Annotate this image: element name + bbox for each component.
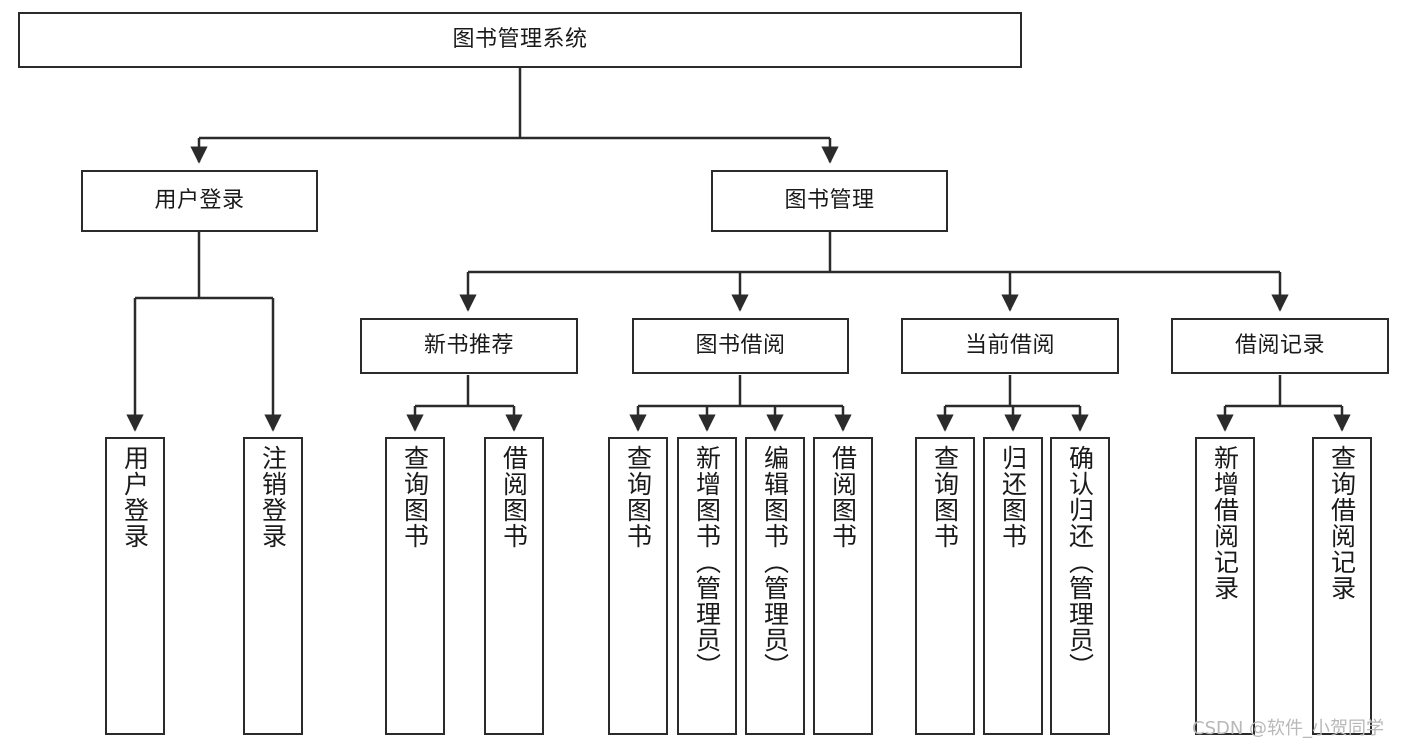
- leaf-return-books[interactable]: 归还图书: [983, 437, 1043, 735]
- leaf-logout-label: 注销登录: [258, 445, 288, 549]
- leaf-user-login-label: 用户登录: [120, 445, 150, 549]
- leaf-query-books-new-label: 查询图书: [400, 445, 430, 549]
- leaf-borrow-books-new-label: 借阅图书: [499, 445, 529, 549]
- leaf-edit-book-admin-label: 编辑图书（管理员）: [760, 445, 790, 679]
- node-root-label: 图书管理系统: [452, 27, 588, 53]
- leaf-query-borrow-record[interactable]: 查询借阅记录: [1312, 437, 1372, 735]
- leaf-borrow-books[interactable]: 借阅图书: [813, 437, 873, 735]
- leaf-confirm-return-admin[interactable]: 确认归还（管理员）: [1050, 437, 1110, 735]
- node-book-management-label: 图书管理: [784, 188, 875, 214]
- leaf-user-login[interactable]: 用户登录: [105, 437, 165, 735]
- leaf-borrow-books-new[interactable]: 借阅图书: [484, 437, 544, 735]
- leaf-add-book-admin-label: 新增图书（管理员）: [692, 445, 722, 679]
- node-borrow-records-label: 借阅记录: [1234, 333, 1325, 359]
- leaf-query-books-borrow[interactable]: 查询图书: [608, 437, 668, 735]
- node-root[interactable]: 图书管理系统: [18, 12, 1022, 68]
- leaf-query-books-current[interactable]: 查询图书: [915, 437, 975, 735]
- leaf-edit-book-admin[interactable]: 编辑图书（管理员）: [745, 437, 805, 735]
- leaf-confirm-return-admin-label: 确认归还（管理员）: [1065, 445, 1095, 679]
- leaf-query-borrow-record-label: 查询借阅记录: [1327, 445, 1357, 601]
- leaf-return-books-label: 归还图书: [998, 445, 1028, 549]
- leaf-query-books-current-label: 查询图书: [930, 445, 960, 549]
- node-current-borrow-label: 当前借阅: [964, 333, 1055, 359]
- node-user-login[interactable]: 用户登录: [81, 170, 318, 232]
- leaf-borrow-books-label: 借阅图书: [828, 445, 858, 549]
- node-borrow-records[interactable]: 借阅记录: [1171, 318, 1389, 374]
- node-user-login-label: 用户登录: [154, 188, 245, 214]
- node-current-borrow[interactable]: 当前借阅: [901, 318, 1119, 374]
- leaf-add-borrow-record-label: 新增借阅记录: [1210, 445, 1240, 601]
- node-book-borrow[interactable]: 图书借阅: [632, 318, 849, 374]
- leaf-add-borrow-record[interactable]: 新增借阅记录: [1195, 437, 1255, 735]
- leaf-query-books-borrow-label: 查询图书: [623, 445, 653, 549]
- node-book-borrow-label: 图书借阅: [695, 333, 786, 359]
- node-new-book-recommend-label: 新书推荐: [423, 333, 514, 359]
- node-new-book-recommend[interactable]: 新书推荐: [360, 318, 578, 374]
- watermark-csdn: CSDN @软件_小贺同学: [1192, 718, 1385, 739]
- node-book-management[interactable]: 图书管理: [711, 170, 948, 232]
- leaf-logout[interactable]: 注销登录: [243, 437, 303, 735]
- leaf-add-book-admin[interactable]: 新增图书（管理员）: [677, 437, 737, 735]
- leaf-query-books-new[interactable]: 查询图书: [385, 437, 445, 735]
